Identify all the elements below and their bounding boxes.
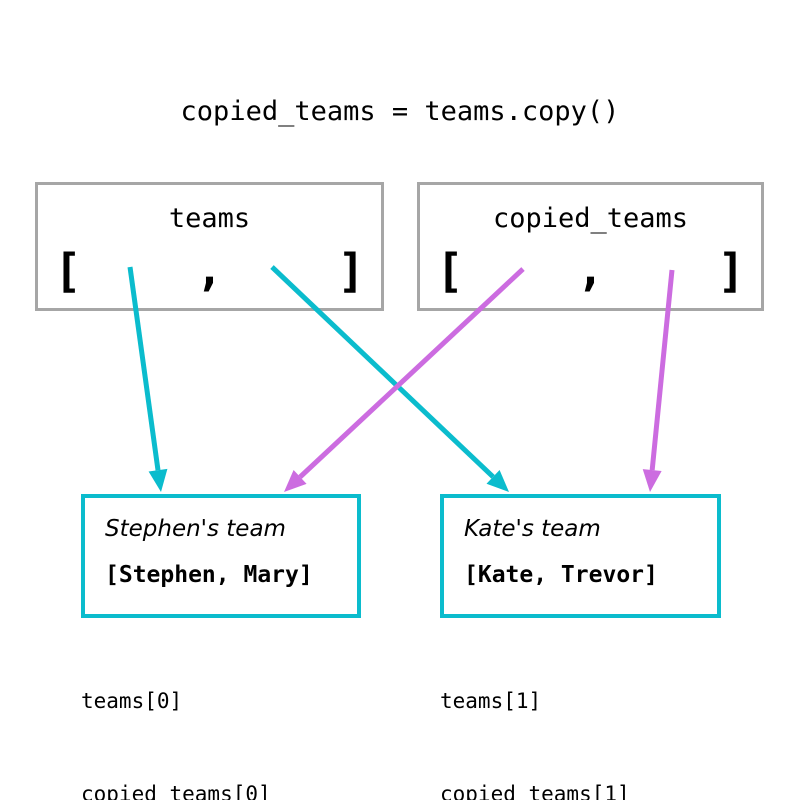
- list-name-teams: teams: [168, 203, 251, 234]
- caption-group-kate: teams[1] copied_teams[1]: [440, 624, 630, 800]
- list-slots-teams: [ , ]: [38, 241, 381, 301]
- caption-copied-teams-index: copied_teams[1]: [440, 782, 630, 800]
- list-separator: ,: [195, 242, 224, 296]
- list-slots-copied-teams: [ , ]: [420, 241, 761, 301]
- caption-teams-index: teams[0]: [81, 689, 183, 713]
- open-bracket: [: [54, 244, 82, 298]
- team-box-kate: Kate's team [Kate, Trevor]: [440, 494, 721, 618]
- list-name-copied-teams: copied_teams: [492, 203, 689, 234]
- caption-group-stephen: teams[0] copied_teams[0]: [81, 624, 271, 800]
- arrow-head-icon: [284, 470, 307, 492]
- caption-teams-index: teams[1]: [440, 689, 542, 713]
- close-bracket: ]: [717, 244, 746, 298]
- caption-copied-teams-index: copied_teams[0]: [81, 782, 271, 800]
- list-box-copied-teams: copied_teams [ , ]: [417, 182, 764, 311]
- open-bracket: [: [436, 244, 464, 298]
- team-label: Kate's team: [464, 516, 601, 542]
- team-contents: [Stephen, Mary]: [105, 562, 313, 588]
- arrow-head-icon: [642, 469, 662, 492]
- team-contents: [Kate, Trevor]: [464, 562, 658, 588]
- page-title: copied_teams = teams.copy(): [180, 96, 620, 127]
- team-box-stephen: Stephen's team [Stephen, Mary]: [81, 494, 361, 618]
- close-bracket: ]: [337, 244, 366, 298]
- arrow-head-icon: [486, 469, 509, 492]
- list-box-teams: teams [ , ]: [35, 182, 384, 311]
- team-label: Stephen's team: [105, 516, 286, 542]
- arrow-head-icon: [148, 468, 168, 492]
- list-separator: ,: [576, 242, 605, 296]
